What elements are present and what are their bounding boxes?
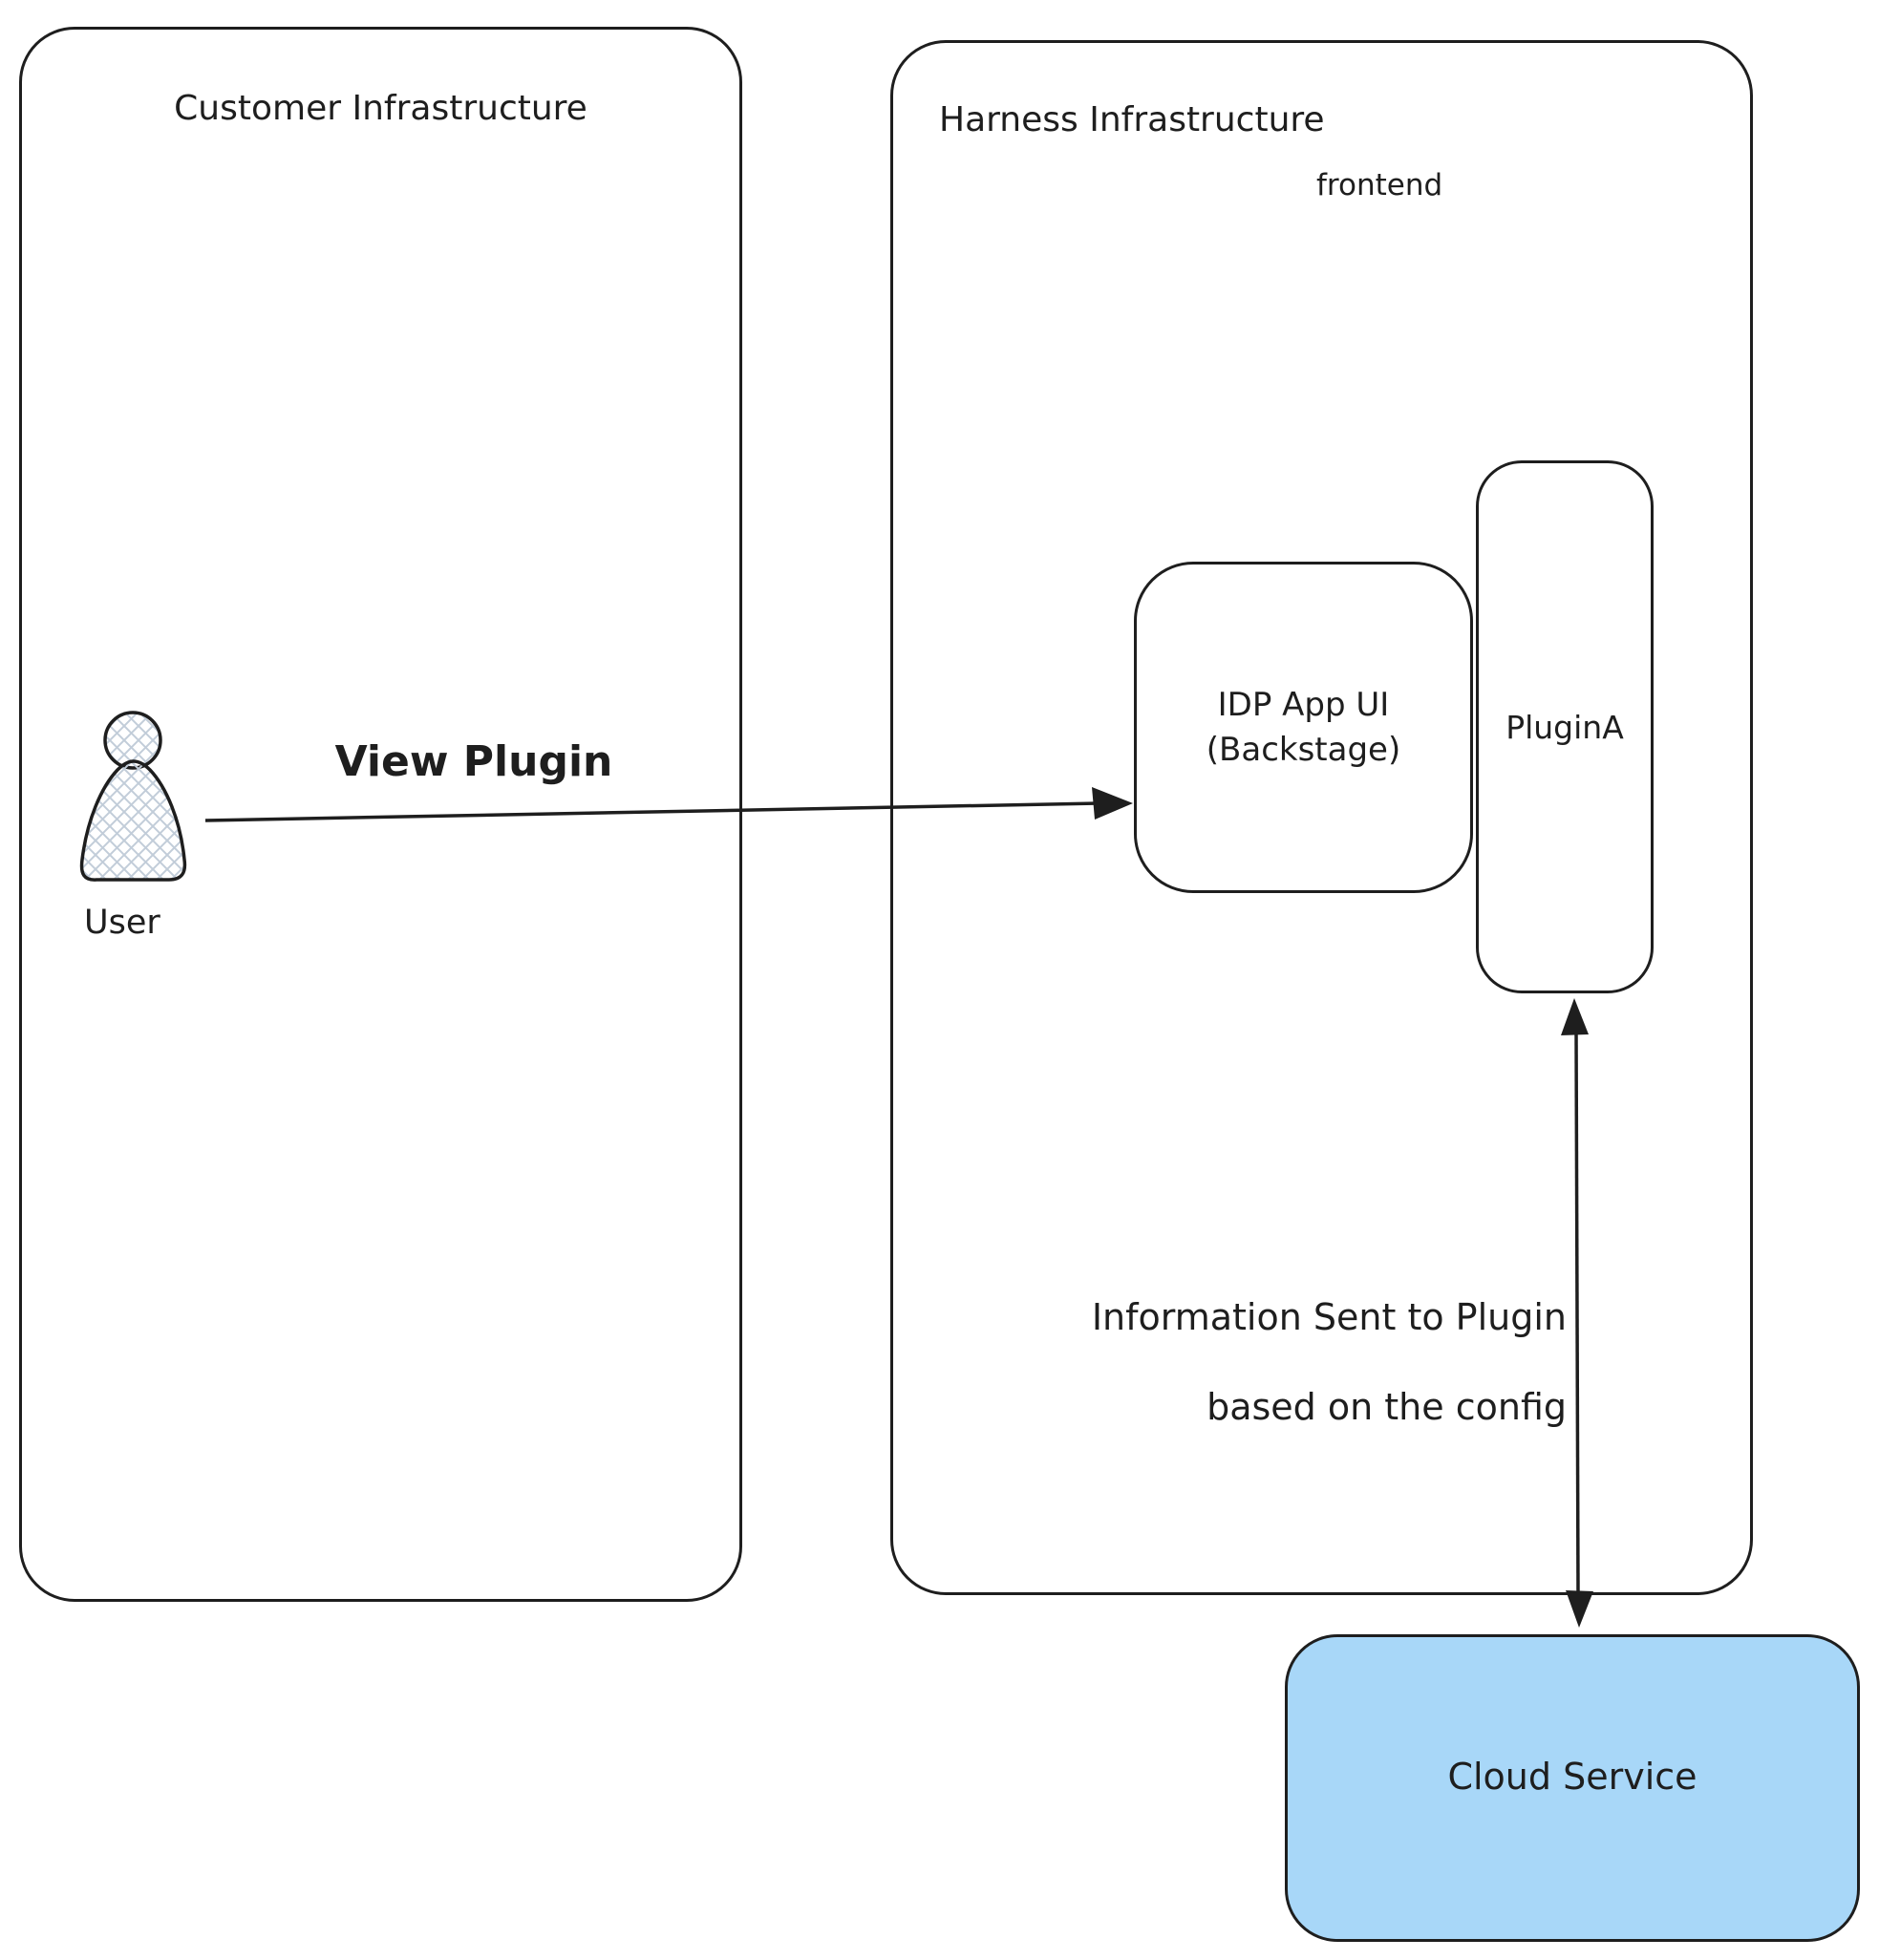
info-sent-arrow-label-line2: based on the config — [1206, 1386, 1567, 1428]
user-icon — [79, 711, 187, 882]
plugin-a-label: PluginA — [1505, 708, 1624, 746]
view-plugin-arrow-label: View Plugin — [334, 737, 613, 786]
harness-infrastructure-title: Harness Infrastructure — [939, 100, 1325, 139]
plugin-a-box: PluginA — [1476, 460, 1654, 993]
idp-app-ui-label-line2: (Backstage) — [1206, 730, 1401, 769]
frontend-label: frontend — [1316, 168, 1443, 202]
cloud-service-label: Cloud Service — [1447, 1756, 1698, 1798]
user-label: User — [84, 904, 160, 942]
cloud-service-box: Cloud Service — [1285, 1634, 1860, 1942]
info-sent-arrow-label: Information Sent to Plugin based on the … — [955, 1272, 1567, 1452]
user-body-shape — [79, 759, 187, 882]
info-sent-arrow-label-line1: Information Sent to Plugin — [1091, 1296, 1567, 1338]
customer-infrastructure-title: Customer Infrastructure — [174, 89, 587, 128]
idp-app-ui-label-line1: IDP App UI — [1217, 685, 1390, 724]
idp-app-ui-box: IDP App UI (Backstage) — [1134, 562, 1473, 893]
